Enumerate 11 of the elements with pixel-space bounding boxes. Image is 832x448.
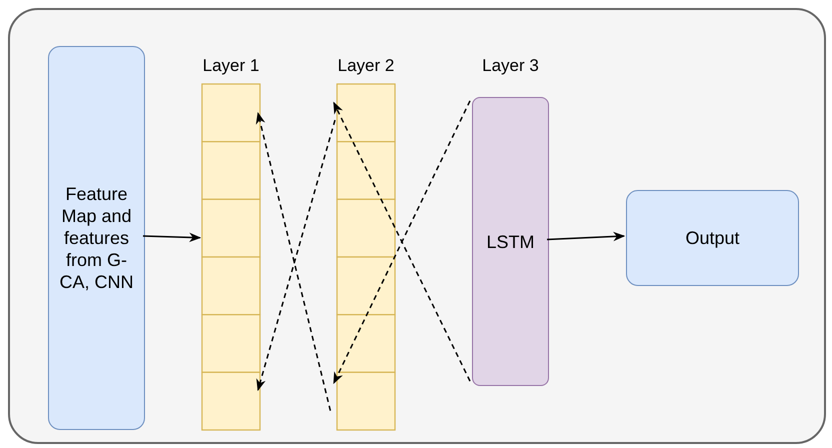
arrow	[546, 232, 626, 242]
arrow	[142, 232, 202, 242]
box-label: Output	[685, 227, 740, 249]
process-box	[48, 46, 145, 430]
layer-heading: Layer 3	[481, 56, 540, 76]
layer-heading: Layer 1	[202, 56, 260, 76]
process-box	[626, 190, 799, 286]
box-label: LSTM	[486, 230, 534, 252]
box-label: Feature Map and features from G-CA, CNN	[58, 183, 134, 293]
layer-heading: Layer 2	[336, 56, 396, 76]
container-panel	[8, 8, 826, 444]
